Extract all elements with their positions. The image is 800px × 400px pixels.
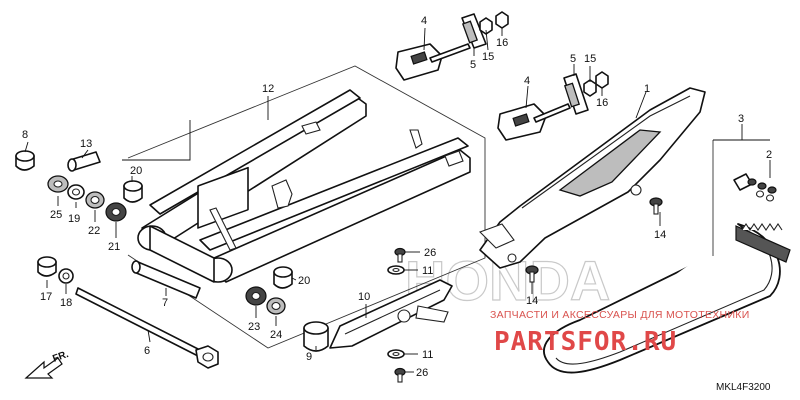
callout-1: 1	[644, 83, 650, 95]
callout-9: 9	[306, 351, 312, 363]
bolt-14-upper[interactable]	[649, 197, 663, 215]
callout-17: 17	[40, 291, 52, 303]
pivot-pipe-13[interactable]	[67, 151, 101, 172]
callout-labels: 1 2 3 4 4 5 5 6 7 8 9 10 11 11 12 13 14 …	[22, 15, 772, 379]
collar-20-lower[interactable]	[273, 266, 293, 289]
nut-16-upper[interactable]	[495, 11, 509, 29]
nut-15-upper[interactable]	[479, 17, 493, 35]
callout-26-lower: 26	[416, 367, 428, 379]
callout-22: 22	[88, 225, 100, 237]
bearing-22[interactable]	[85, 191, 105, 209]
callout-10: 10	[358, 291, 370, 303]
callout-8: 8	[22, 129, 28, 141]
pivot-pipe-7[interactable]	[131, 260, 201, 299]
callout-23: 23	[248, 321, 260, 333]
callout-20-lower: 20	[298, 275, 310, 287]
pivot-bolt[interactable]	[75, 287, 219, 369]
callout-4-lower: 4	[524, 75, 530, 87]
callout-20-upper: 20	[130, 165, 142, 177]
collar-20-upper[interactable]	[123, 180, 143, 203]
swingarm-group-box	[127, 65, 486, 349]
nut-16-lower[interactable]	[595, 71, 609, 89]
callout-19: 19	[68, 213, 80, 225]
collar-9[interactable]	[303, 321, 329, 352]
callout-11-lower: 11	[422, 349, 433, 361]
callout-13: 13	[80, 138, 92, 150]
adjuster-plate-upper[interactable]	[461, 13, 487, 49]
diagram-code: MKL4F3200	[716, 382, 771, 393]
seal-19[interactable]	[67, 184, 85, 200]
clip-11-lower[interactable]	[387, 349, 405, 359]
callout-6: 6	[144, 345, 150, 357]
chain-joint-kit[interactable]	[733, 173, 777, 202]
callout-15-lower: 15	[584, 53, 596, 65]
callout-25: 25	[50, 209, 62, 221]
front-label: FR.	[51, 349, 70, 365]
clip-11-upper[interactable]	[387, 265, 405, 275]
front-direction-arrow: FR.	[24, 349, 70, 379]
callout-12: 12	[262, 83, 274, 95]
callout-5-lower: 5	[570, 53, 576, 65]
callout-2: 2	[766, 149, 772, 161]
callout-15-upper: 15	[482, 51, 494, 63]
callout-4-upper: 4	[421, 15, 427, 27]
bearing-25[interactable]	[47, 175, 69, 193]
nut-15-lower[interactable]	[583, 79, 597, 97]
callout-14-lower: 14	[526, 295, 538, 307]
bearing-23[interactable]	[245, 286, 267, 306]
chain-case[interactable]	[479, 87, 706, 269]
swingarm[interactable]	[137, 89, 471, 283]
watermark-logo: PARTSFOR.RU	[494, 327, 677, 357]
callout-26-upper: 26	[424, 247, 436, 259]
bolt-26-upper[interactable]	[394, 247, 406, 263]
callout-3: 3	[738, 113, 744, 125]
callout-11-upper: 11	[422, 265, 433, 277]
chain-adjuster-upper[interactable]	[395, 43, 471, 81]
callout-5-upper: 5	[470, 59, 476, 71]
callout-16-upper: 16	[496, 37, 508, 49]
seal-24[interactable]	[266, 297, 286, 315]
callout-14-upper: 14	[654, 229, 666, 241]
drive-chain[interactable]	[543, 223, 791, 374]
callout-16-lower: 16	[596, 97, 608, 109]
watermark-caption: ЗАПЧАСТИ И АКСЕССУАРЫ ДЛЯ МОТОТЕХНИКИ	[490, 309, 750, 321]
bolt-14-lower[interactable]	[525, 265, 539, 283]
collar-17[interactable]	[37, 256, 57, 277]
callout-21: 21	[108, 241, 120, 253]
washer-18[interactable]	[58, 268, 74, 284]
adjuster-plate-lower[interactable]	[563, 73, 589, 115]
callout-7: 7	[162, 297, 168, 309]
callout-18: 18	[60, 297, 72, 309]
chain-slider[interactable]	[329, 279, 453, 349]
bearing-21[interactable]	[105, 202, 127, 222]
leader-lines	[24, 27, 771, 373]
callout-24: 24	[270, 329, 282, 341]
chain-adjuster-lower[interactable]	[497, 103, 571, 141]
bolt-26-lower[interactable]	[394, 367, 406, 383]
collar-8[interactable]	[15, 150, 35, 171]
